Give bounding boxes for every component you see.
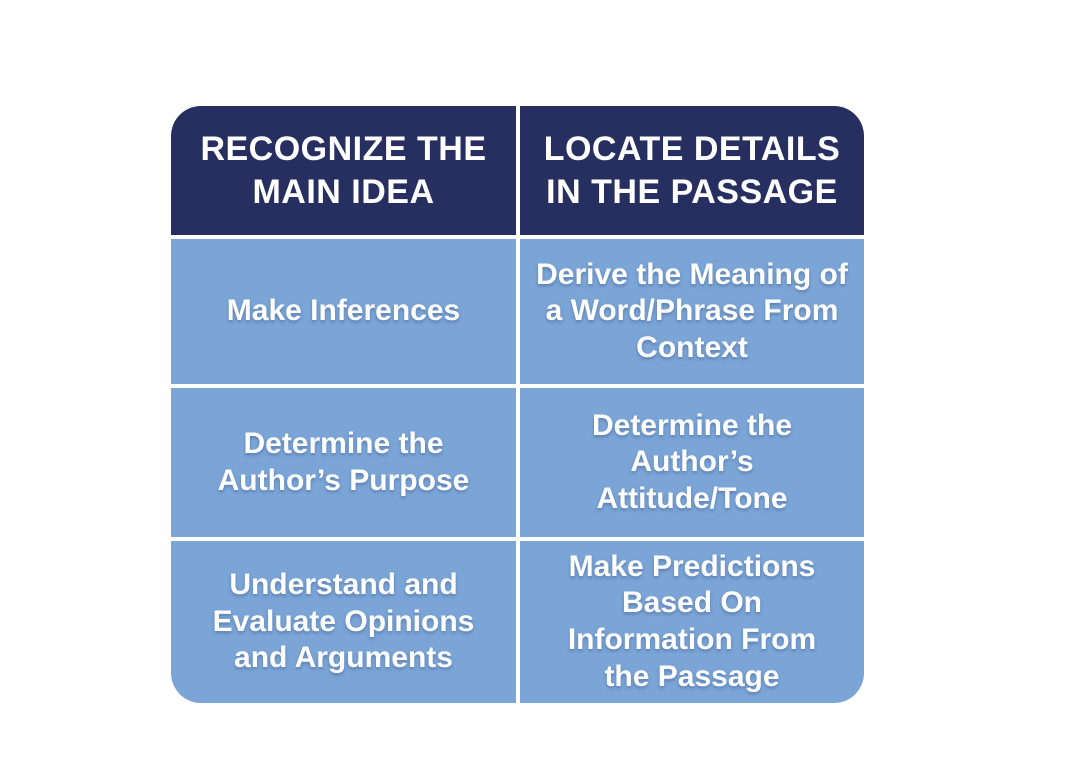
column-header-recognize-main-idea: RECOGNIZE THE MAIN IDEA: [171, 106, 516, 235]
column-header-locate-details: LOCATE DETAILS IN THE PASSAGE: [520, 106, 864, 235]
cell-make-inferences: Make Inferences: [171, 239, 516, 384]
cell-understand-evaluate-opinions-arguments: Understand and Evaluate Opinions and Arg…: [171, 541, 516, 703]
cell-determine-authors-attitude-tone: Determine the Author’s Attitude/Tone: [520, 388, 864, 537]
reading-skills-table: RECOGNIZE THE MAIN IDEA LOCATE DETAILS I…: [171, 106, 864, 703]
cell-determine-authors-purpose: Determine the Author’s Purpose: [171, 388, 516, 537]
cell-derive-meaning-from-context: Derive the Meaning of a Word/Phrase From…: [520, 239, 864, 384]
cell-make-predictions-from-passage: Make Predictions Based On Information Fr…: [520, 541, 864, 703]
